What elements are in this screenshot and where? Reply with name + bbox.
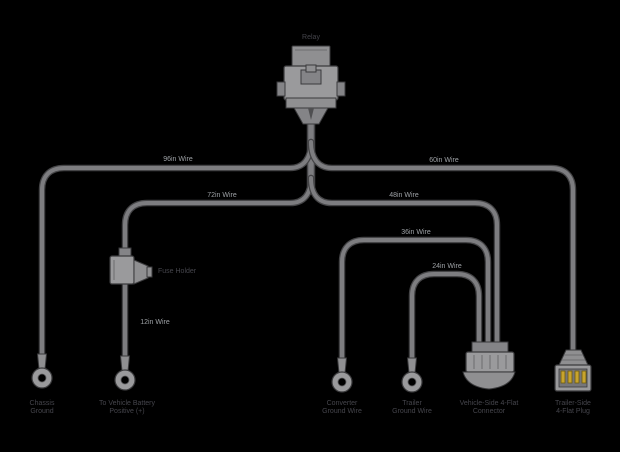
wire-label-power-lead: 12in Wire bbox=[140, 319, 170, 326]
wire-outer-left bbox=[38, 138, 315, 360]
endpoint-label-converter-ground: Converter Ground Wire bbox=[322, 400, 362, 415]
endpoint-label-line2: 4-Flat Plug bbox=[556, 408, 590, 415]
endpoint-label-trailer-plug: Trailer-Side 4-Flat Plug bbox=[555, 400, 591, 415]
endpoint-label-line1: Chassis bbox=[30, 400, 55, 407]
endpoint-label-line1: To Vehicle Battery bbox=[99, 400, 156, 407]
endpoint-label-battery: To Vehicle Battery Positive (+) bbox=[99, 400, 156, 415]
endpoint-label-line2: Positive (+) bbox=[109, 408, 144, 415]
endpoint-label-line2: Connector bbox=[473, 408, 506, 415]
endpoint-label-line2: Ground Wire bbox=[392, 408, 432, 415]
ring-terminal-trailer-ground bbox=[401, 357, 423, 393]
endpoint-label-line1: Converter bbox=[327, 400, 358, 407]
endpoint-label-line2: Ground bbox=[30, 408, 53, 415]
trailer-plug bbox=[554, 349, 592, 392]
endpoint-label-line1: Vehicle-Side 4-Flat bbox=[460, 400, 519, 407]
wire-label-outer-right: 60in Wire bbox=[429, 157, 459, 164]
endpoint-label-trailer-ground: Trailer Ground Wire bbox=[392, 400, 432, 415]
endpoint-label-four-flat: Vehicle-Side 4-Flat Connector bbox=[460, 400, 519, 415]
ring-terminal-battery bbox=[114, 355, 136, 391]
fuse-holder bbox=[109, 247, 153, 285]
wire-branch-inner bbox=[408, 270, 483, 364]
ring-terminal-chassis-ground bbox=[31, 353, 53, 389]
four-flat-connector bbox=[462, 341, 516, 390]
wire-label-inner-left: 72in Wire bbox=[207, 192, 237, 199]
relay-label: Relay bbox=[302, 34, 320, 41]
wire-inner-left bbox=[121, 174, 315, 362]
endpoint-label-line1: Trailer-Side bbox=[555, 400, 591, 407]
fuse-holder-label: Fuse Holder bbox=[158, 268, 197, 275]
wire-label-branch-mid: 36in Wire bbox=[401, 229, 431, 236]
wire-branch-mid bbox=[338, 236, 492, 364]
wire-label-inner-right: 48in Wire bbox=[389, 192, 419, 199]
relay-module bbox=[276, 45, 346, 125]
wire-label-outer-left: 96in Wire bbox=[163, 156, 193, 163]
endpoint-label-line1: Trailer bbox=[402, 400, 422, 407]
wire-inner-right bbox=[307, 174, 501, 352]
wire-label-branch-inner: 24in Wire bbox=[432, 263, 462, 270]
endpoint-label-line2: Ground Wire bbox=[322, 408, 362, 415]
wire-outer-right bbox=[307, 138, 577, 356]
endpoint-label-chassis-ground: Chassis Ground bbox=[30, 400, 55, 415]
ring-terminal-converter-ground bbox=[331, 357, 353, 393]
